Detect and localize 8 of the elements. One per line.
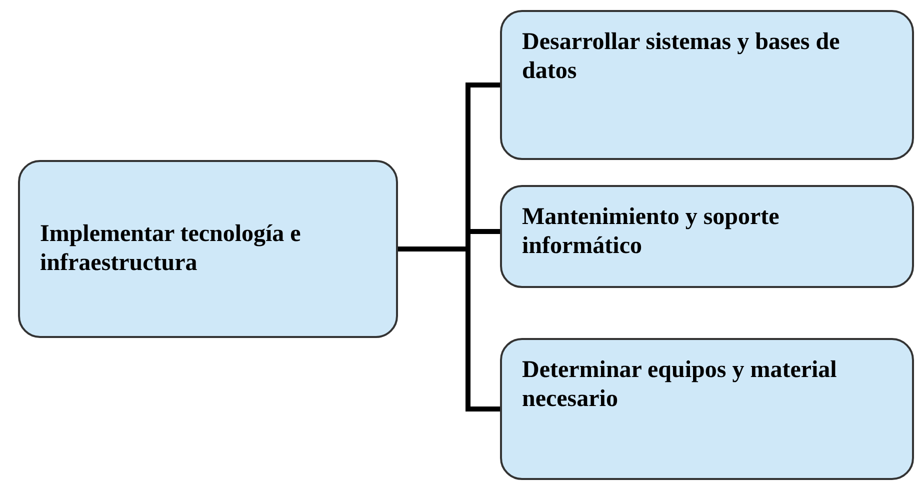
process-box [18, 160, 398, 338]
box-text: Implementar tecnología e infraestructura [40, 220, 302, 278]
box-text: Desarrollar sistemas y bases de datos [522, 28, 841, 86]
box-text: Mantenimiento y soporte informático [522, 203, 780, 261]
process-box [500, 10, 914, 160]
process-box [500, 185, 914, 288]
box-text: Determinar equipos y material necesario [522, 356, 838, 414]
process-box [500, 338, 914, 480]
